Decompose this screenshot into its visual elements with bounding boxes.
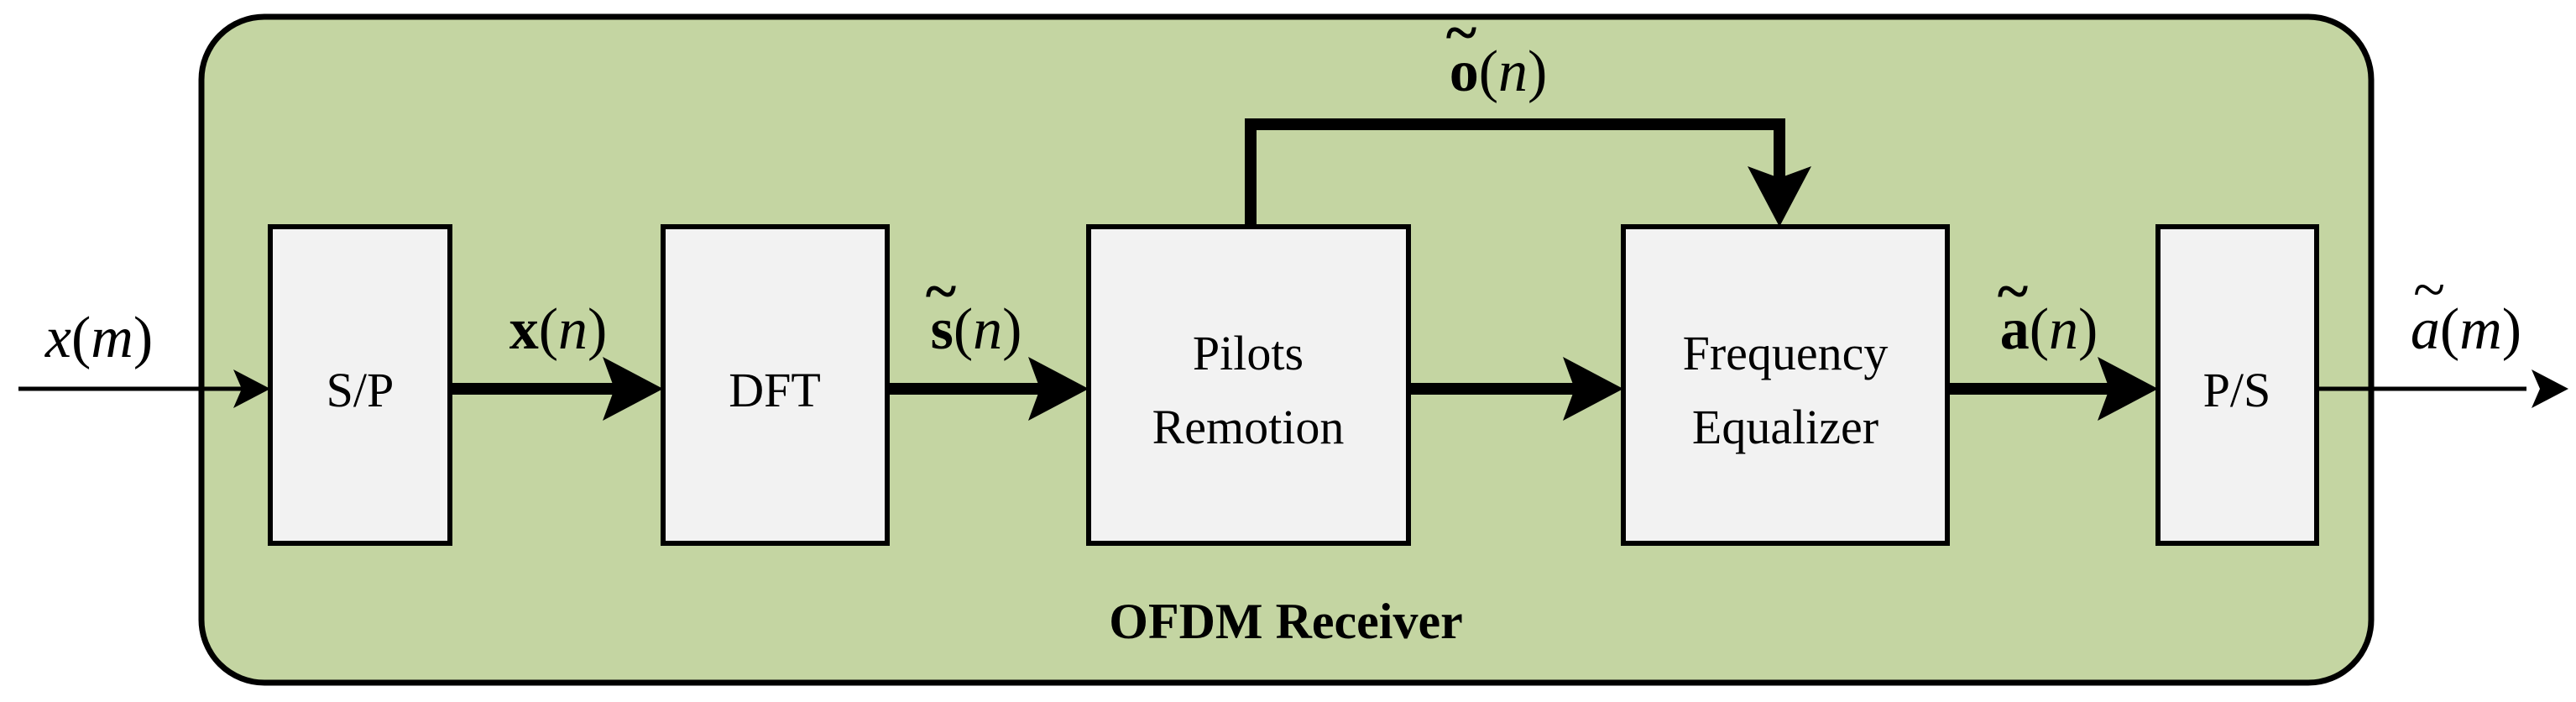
sp-to-dft-arrowhead <box>603 357 663 421</box>
pilots-remotion-block <box>1086 224 1411 546</box>
arrowheads <box>233 166 2568 421</box>
ps-block-label: P/S <box>2203 363 2271 417</box>
output-arrowhead <box>2532 369 2568 408</box>
blocks <box>268 224 2319 546</box>
equalizer-output-signal-label: a(n) <box>2000 297 2098 362</box>
pilot-branch-tilde: ~ <box>1446 1 1476 65</box>
pilots-to-equalizer-arrowhead <box>1563 357 1623 421</box>
input-arrowhead <box>233 369 270 408</box>
sp-block <box>268 224 452 546</box>
input-signal-label: x(m) <box>44 306 153 370</box>
pilots-block-label-line1: Pilots <box>1193 326 1304 380</box>
sp-block-label: S/P <box>327 363 394 417</box>
container-label: OFDM Receiver <box>1109 594 1462 649</box>
equalizer-block-label-line2: Equalizer <box>1692 400 1878 454</box>
connections <box>18 118 2526 395</box>
output-tilde: ~ <box>2413 258 2445 322</box>
dft-block-label: DFT <box>729 363 821 417</box>
output-signal-label: a(m) <box>2411 297 2521 362</box>
dft-to-pilots-arrowhead <box>1028 357 1089 421</box>
pilot-branch-arrowhead <box>1748 166 1811 227</box>
dft-block <box>661 224 890 546</box>
dft-output-signal-label: s(n) <box>931 297 1022 362</box>
ps-block <box>2155 224 2319 546</box>
dft-output-tilde: ~ <box>926 259 956 324</box>
equalizer-block-label-line1: Frequency <box>1683 326 1889 380</box>
pilot-branch-signal-label: o(n) <box>1450 39 1548 104</box>
pilot-branch-line <box>1245 118 1785 225</box>
sp-output-signal-label: x(n) <box>509 297 608 362</box>
frequency-equalizer-block <box>1621 224 1950 546</box>
pilots-block-label-line2: Remotion <box>1152 400 1345 454</box>
equalizer-output-tilde: ~ <box>1998 259 2028 324</box>
equalizer-to-ps-arrowhead <box>2098 357 2158 421</box>
